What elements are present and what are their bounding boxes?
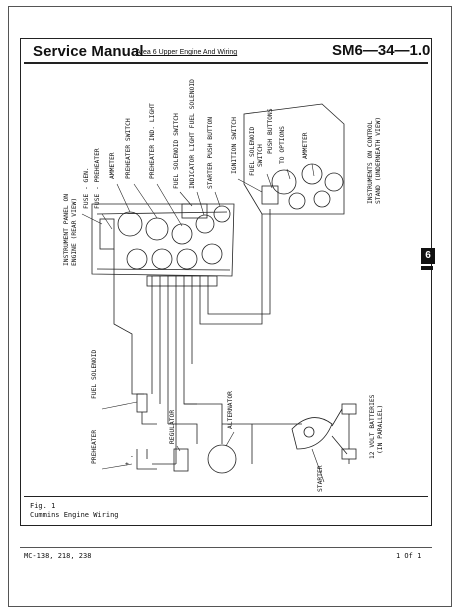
- fuel-solenoid-body: [136, 393, 148, 413]
- label-batteries: 12 VOLT BATTERIES: [369, 394, 376, 459]
- terminal-strip: [146, 275, 218, 287]
- label-ammeter-2: AMMETER: [302, 132, 309, 159]
- footer-rule: [20, 547, 432, 548]
- gauge-starter: [213, 205, 231, 223]
- label-preheater: PREHEATER: [91, 430, 98, 464]
- control-switch-box: [261, 185, 279, 205]
- control-gauge-2: [301, 163, 323, 185]
- page-border: [8, 6, 452, 607]
- control-stand-outline: [243, 103, 345, 215]
- wiring-diagram: INSTRUMENT PANEL ON ENGINE (REAR VIEW) F…: [63, 79, 384, 492]
- starter-body: [291, 417, 333, 450]
- label-fuel-solenoid-switch: FUEL SOLENOID SWITCH: [173, 113, 180, 189]
- label-fuse-preheater: FUSE - PREHEATER: [94, 148, 101, 209]
- gauge-indicator: [195, 214, 215, 234]
- manual-title: Service Manual: [33, 43, 144, 60]
- control-gauge-1: [271, 169, 297, 195]
- figure-title: Cummins Engine Wiring: [30, 511, 119, 519]
- label-batteries-2: (IN PARALLEL): [377, 405, 384, 454]
- label-fuse-gen: FUSE - GEN.: [83, 167, 90, 209]
- footer-models: MC-138, 218, 238: [24, 552, 92, 560]
- page-frame: [20, 38, 432, 526]
- label-instrument-panel-2: ENGINE (REAR VIEW): [71, 198, 78, 266]
- label-fuel-solenoid: FUEL SOLENOID: [91, 350, 98, 399]
- label-alternator: ALTERNATOR: [227, 391, 234, 429]
- label-preheater-light: PREHEATER IND. LIGHT: [149, 103, 156, 179]
- control-gauge-4: [288, 192, 306, 210]
- switch-block: [181, 203, 208, 219]
- gauge-preheater-switch: [145, 217, 169, 241]
- header-rule: [24, 62, 428, 64]
- section-tab[interactable]: 6: [421, 248, 435, 264]
- label-to-options: TO OPTIONS: [279, 126, 286, 164]
- label-push-buttons: PUSH BUTTONS: [267, 108, 274, 154]
- gauge-lower-3: [176, 248, 198, 270]
- gauge-lower-1: [126, 248, 148, 270]
- label-starter: STARTER: [317, 465, 324, 492]
- figure-caption: Fig. 1 Cummins Engine Wiring: [30, 502, 119, 520]
- label-indicator-light: INDICATOR LIGHT FUEL SOLENOID: [189, 79, 196, 189]
- section-code: SM6—34—1.0: [332, 42, 431, 59]
- control-gauge-3: [324, 172, 344, 192]
- figure-number: Fig. 1: [30, 502, 56, 510]
- label-plus: +: [125, 461, 129, 468]
- label-fuel-solenoid-2a: FUEL SOLENOID: [249, 127, 256, 176]
- label-instrument-panel: INSTRUMENT PANEL ON: [63, 194, 70, 266]
- gauge-fuel-switch: [171, 223, 193, 245]
- preheater-element: [136, 449, 157, 470]
- regulator-body: [173, 448, 189, 472]
- gauge-ammeter: [117, 211, 143, 237]
- wire-harness: [113, 209, 271, 464]
- label-instruments-control-2: STAND (UNDERNEATH VIEW): [375, 117, 382, 204]
- label-ammeter: AMMETER: [109, 152, 116, 179]
- footer-page: 1 Of 1: [396, 552, 422, 560]
- label-fuel-solenoid-2b: SWITCH: [257, 144, 264, 167]
- label-instruments-control: INSTRUMENTS ON CONTROL: [367, 120, 374, 204]
- fuse-block: [99, 218, 115, 250]
- instrument-panel-outline: [91, 203, 235, 277]
- gauge-lower-2: [151, 248, 173, 270]
- gauge-lower-4: [201, 243, 223, 265]
- section-tab-bar: [421, 266, 433, 270]
- label-regulator: REGULATOR: [169, 410, 176, 444]
- manual-subtitle: Area 6 Upper Engine And Wiring: [136, 49, 238, 56]
- caption-rule: [24, 496, 428, 497]
- label-starter-push: STARTER PUSH BUTTON: [207, 117, 214, 189]
- control-gauge-5: [313, 190, 331, 208]
- label-preheater-switch: PREHEATER SWITCH: [125, 118, 132, 179]
- label-ignition-switch: IGNITION SWITCH: [231, 117, 238, 174]
- alternator-body: [207, 444, 237, 474]
- battery-1: [341, 403, 357, 415]
- label-minus: -: [130, 453, 134, 460]
